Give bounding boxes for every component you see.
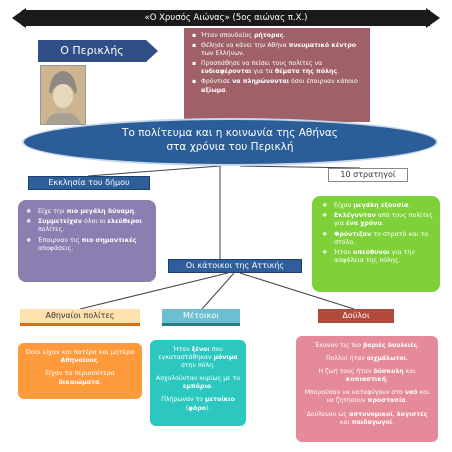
pericles-fact: Ήταν σπουδαίος ρήτορας. [192, 32, 364, 40]
pericles-fact: Φρόντισε να πληρώνονται όσοι έπαιρναν κά… [192, 78, 364, 94]
athenians-box: Όσοι είχαν και πατέρα και μητέρα Αθηναίο… [18, 343, 142, 399]
pericles-label: Ο Περικλής [38, 40, 158, 62]
metics-paragraph: Ασχολούνταν κυρίως με το εμπόριο. [155, 375, 240, 391]
athenians-label: Αθηναίοι πολίτες [20, 309, 140, 326]
strategoi-item: Εκλέγονταν από τους πολίτες για ένα χρόν… [322, 212, 434, 228]
strategoi-list: Είχαν μεγάλη εξουσία. Εκλέγονταν από του… [322, 202, 434, 265]
metics-paragraph: Πλήρωναν το μετοίκιο (φόρο). [161, 396, 235, 412]
pericles-facts-list: Ήταν σπουδαίος ρήτορας. Θέλησε να κάνει … [192, 32, 364, 95]
slaves-paragraph: Πολλοί ήταν αιχμάλωτοι. [325, 355, 409, 363]
ekklisia-label: Εκκλησία του δήμου [28, 176, 150, 190]
era-title: «Ο Χρυσός Αιώνας» (5ος αιώνας π.Χ.) [144, 13, 308, 23]
pericles-fact: Προσπάθησε να πείσει τους πολίτες να ενδ… [192, 60, 364, 76]
slaves-paragraph: Δούλευαν ως αστυνομικοί, λογιστές και πα… [306, 410, 428, 426]
strategoi-label: 10 στρατηγοί [328, 168, 408, 182]
ekklisia-list: Είχε την πιο μεγάλη δύναμη. Συμμετείχαν … [26, 208, 150, 253]
slaves-box: Έκαναν τις πιο βαριές δουλειές. Πολλοί ή… [296, 336, 438, 442]
slaves-paragraph: Η ζωή τους ήταν δύσκολη και κοπιαστική. [318, 368, 416, 384]
athenians-paragraph: Όσοι είχαν και πατέρα και μητέρα Αθηναίο… [25, 349, 135, 365]
ekklisia-item: Συμμετείχαν όλοι οι ελεύθεροι πολίτες. [26, 218, 150, 234]
main-title-ellipse [22, 118, 438, 166]
arrow-right-icon [426, 8, 440, 28]
slaves-paragraph: Μπορούσαν να καταφύγουν στο ναό και να ζ… [304, 389, 430, 405]
strategoi-item: Είχαν μεγάλη εξουσία. [322, 202, 434, 210]
metics-label: Μέτοικοι [162, 309, 240, 326]
metics-box: Ήταν ξένοι που εγκαταστάθηκαν μόνιμα στη… [150, 340, 246, 426]
slaves-paragraph: Έκαναν τις πιο βαριές δουλειές. [314, 342, 420, 349]
pericles-facts-box: Ήταν σπουδαίος ρήτορας. Θέλησε να κάνει … [184, 28, 370, 122]
ekklisia-item: Είχε την πιο μεγάλη δύναμη. [26, 208, 150, 216]
main-title-line1: Το πολίτευμα και η κοινωνία της Αθήνας [122, 127, 338, 139]
strategoi-item: Ήταν υπεύθυνοι για την ασφάλεια της πόλη… [322, 249, 434, 265]
slaves-label: Δούλοι [318, 309, 394, 323]
main-title-line2: στα χρόνια του Περικλή [166, 141, 294, 153]
strategoi-item: Φρόντιζαν το στρατό και το στόλο. [322, 231, 434, 247]
era-bar [22, 10, 430, 26]
katoikoi-label: Οι κάτοικοι της Αττικής [168, 259, 302, 273]
ekklisia-box: Είχε την πιο μεγάλη δύναμη. Συμμετείχαν … [18, 200, 156, 282]
pericles-portrait [40, 65, 86, 125]
pericles-fact: Θέλησε να κάνει την Αθήνα πνευματικό κέν… [192, 42, 364, 58]
ekklisia-item: Έπαιρναν τις πιο σημαντικές αποφάσεις. [26, 237, 150, 253]
main-title: Το πολίτευμα και η κοινωνία της Αθήνας σ… [40, 126, 420, 154]
strategoi-box: Είχαν μεγάλη εξουσία. Εκλέγονταν από του… [312, 196, 440, 292]
athenians-paragraph: Είχαν τα περισσότερα δικαιώματα. [45, 370, 115, 386]
metics-paragraph: Ήταν ξένοι που εγκαταστάθηκαν μόνιμα στη… [158, 346, 238, 370]
